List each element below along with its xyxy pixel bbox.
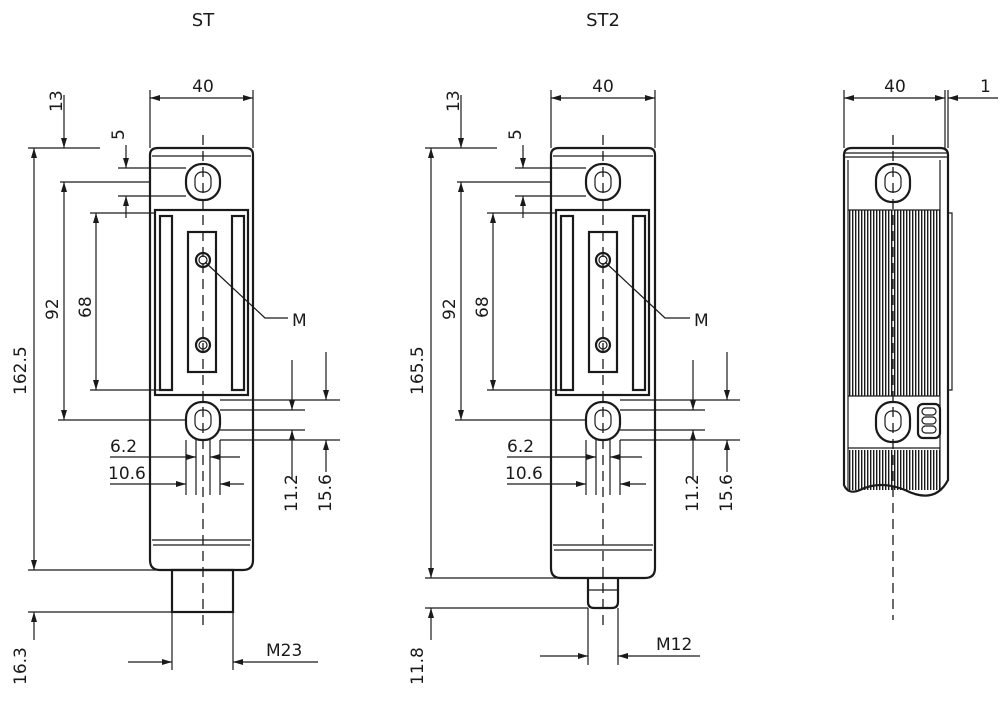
label-screw: M [292, 311, 307, 331]
dim-width: 40 [884, 77, 906, 97]
dim-15-6: 15.6 [717, 474, 737, 512]
dim-6-2: 6.2 [507, 437, 534, 457]
dim-11-2: 11.2 [683, 474, 703, 512]
dim-window-height: 68 [76, 296, 96, 318]
dim-hole-slot: 5 [506, 129, 526, 140]
dim-total-height: 165.5 [408, 346, 428, 395]
dim-edge: 1 [980, 77, 991, 97]
dim-hole-slot: 5 [109, 129, 129, 140]
dim-6-2: 6.2 [110, 437, 137, 457]
label-screw: M [694, 311, 709, 331]
dim-connector: M23 [266, 641, 302, 661]
dim-width: 40 [592, 77, 614, 97]
dim-hole-spacing: 92 [43, 298, 63, 320]
dim-window-height: 68 [473, 296, 493, 318]
dim-15-6: 15.6 [316, 474, 336, 512]
dim-10-6: 10.6 [108, 464, 146, 484]
view-title: ST [192, 10, 215, 31]
led-indicator-icon [916, 402, 942, 440]
sensor-body [148, 146, 255, 614]
view-side: 40 1 [842, 77, 998, 620]
dim-connector-length: 11.8 [408, 647, 428, 685]
dim-11-2: 11.2 [282, 474, 302, 512]
view-st2: ST2 40 13 5 165.5 [408, 10, 740, 685]
dim-top-offset: 13 [444, 90, 464, 112]
dim-10-6: 10.6 [505, 464, 543, 484]
dim-width: 40 [192, 77, 214, 97]
dim-top-offset: 13 [47, 90, 67, 112]
dim-connector: M12 [656, 635, 692, 655]
dim-hole-spacing: 92 [440, 298, 460, 320]
sensor-body-side [842, 146, 953, 497]
dim-connector-length: 16.3 [11, 647, 31, 685]
view-title: ST2 [586, 10, 620, 31]
dim-total-height: 162.5 [11, 346, 31, 395]
view-st: ST 40 13 5 [11, 10, 340, 685]
